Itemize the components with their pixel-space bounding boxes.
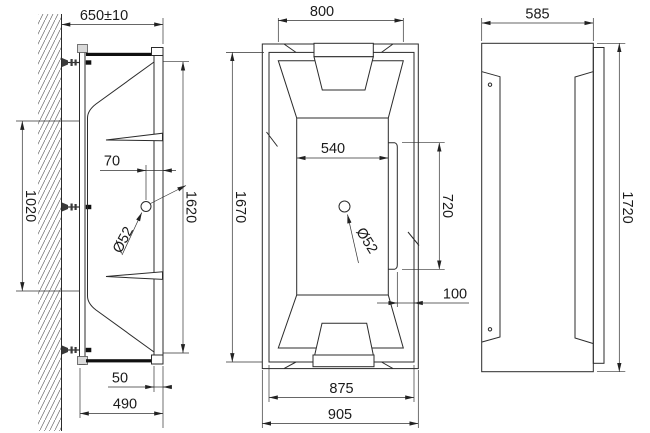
svg-text:800: 800 [310,4,334,20]
drain-symbol-plan [338,200,351,213]
rim-end-bottom [151,354,164,365]
corner-mark-br [381,361,394,370]
top-seal-bar [86,52,152,56]
panel-bevel-right [574,71,594,344]
svg-text:875: 875 [329,381,353,397]
drain-leader-2 [150,185,187,204]
svg-text:50: 50 [112,371,128,387]
screw-hole-bottom [487,327,493,332]
foot-step-slope [314,322,374,356]
panel-bevel-left [481,71,501,343]
svg-text:905: 905 [328,407,352,423]
dim-overall-width: 905 [261,370,419,428]
dim-panel-width: 585 [481,7,594,41]
drain-symbol [140,201,152,212]
dim-overall-depth: 650±10 [61,8,164,44]
svg-text:1670: 1670 [232,191,248,223]
rim-end-top [151,47,164,56]
wall-anchor-bolt-middle [62,202,92,212]
svg-text:490: 490 [113,397,137,413]
corner-mark-tr [381,43,394,53]
screw-hole-top [487,82,493,87]
tub-side-profile [87,61,155,353]
dim-mount-spacing: 1020 [16,120,80,292]
dim-rim-length-plan: 1670 [226,52,264,363]
lower-ledge-edge [105,271,163,280]
svg-text:70: 70 [104,154,120,170]
svg-text:1020: 1020 [22,190,38,222]
plan-view: Ø52 800 540 1670 720 [226,4,469,428]
side-ledge [388,142,398,270]
dim-ledge-length: 720 [402,142,455,270]
dim-ledge-width: 100 [377,272,469,307]
svg-text:585: 585 [525,7,549,23]
drain-leader [121,212,143,256]
dim-base-depth: 490 [79,368,164,418]
svg-text:1720: 1720 [619,191,635,223]
foot-step-pad [312,354,375,368]
dim-rim-width: 875 [268,365,415,402]
svg-text:100: 100 [443,287,467,303]
dim-rim-thickness: 50 [108,366,172,428]
svg-text:1620: 1620 [183,191,199,223]
wall-anchor-bolt-bottom [62,345,92,355]
dim-basin-width: 540 [296,141,389,161]
dim-top-width: 800 [277,4,404,42]
wall-anchor-bolt-top [62,58,92,67]
basin-opening [277,60,404,349]
side-elevation-view: Ø52 650±10 1020 1620 70 [16,8,199,431]
drain-leader-plan [347,214,359,264]
panel-outline [481,42,594,373]
dim-rim-length: 1620 [163,61,199,354]
svg-text:540: 540 [321,141,345,157]
seam-mark-left [266,131,278,147]
dim-panel-height: 1720 [597,42,635,373]
rim-strip [592,47,605,364]
upper-ledge-edge [105,132,163,142]
wall-hatching [38,14,62,431]
corner-mark-bl [283,361,297,370]
headrest-pad [313,42,374,58]
dim-drain-diameter-side: Ø52 [110,224,137,256]
end-panel-view: 585 1720 [481,7,635,373]
seam-mark-right [407,231,420,246]
corner-mark-tl [283,43,297,53]
svg-text:650±10: 650±10 [80,8,128,24]
headrest-slope [313,56,374,91]
bottom-seal-bar [86,359,152,363]
mounting-rail [79,46,86,365]
dim-drain-diameter-plan: Ø52 [352,225,380,257]
dim-drain-to-edge: 70 [100,154,176,200]
rail-top-cap [77,44,88,53]
svg-text:720: 720 [439,194,455,218]
